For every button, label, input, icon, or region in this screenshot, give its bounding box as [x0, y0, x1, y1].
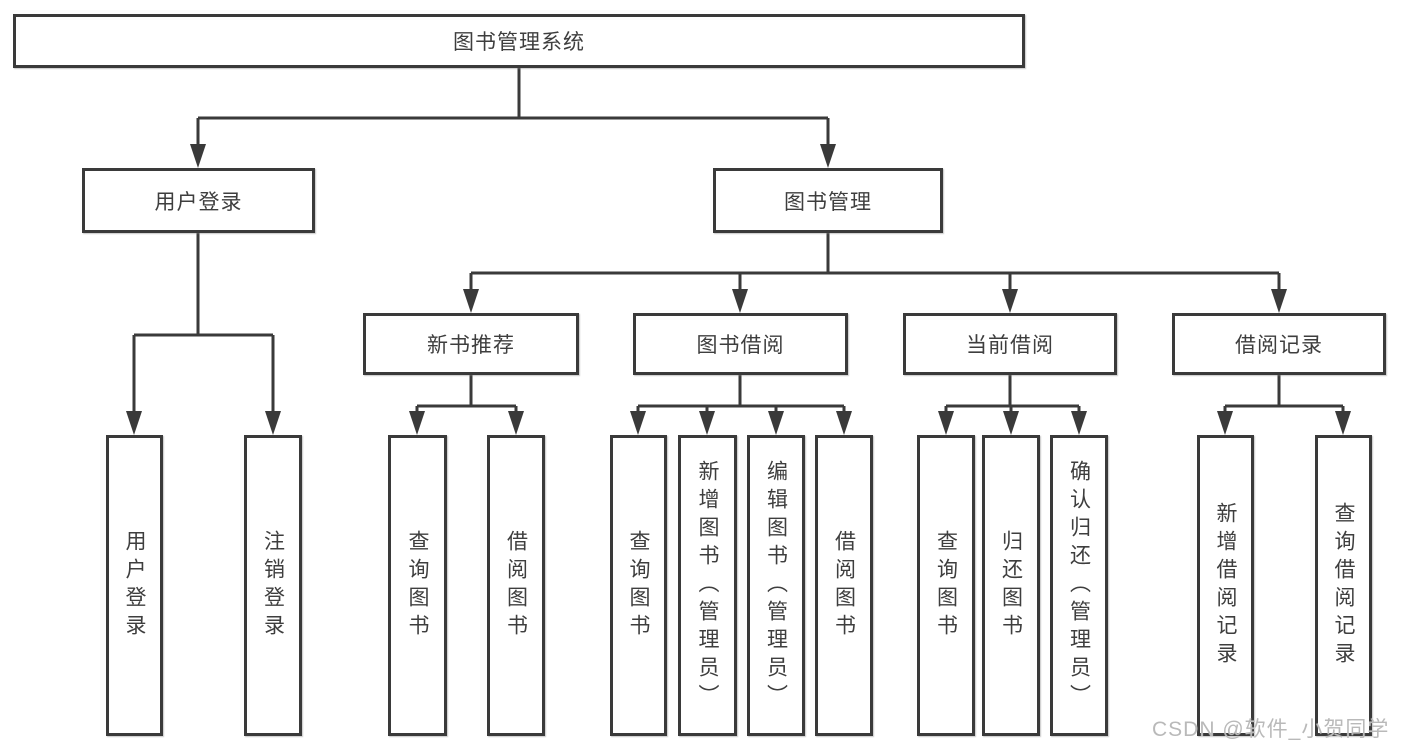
node-label: 图书管理系统 — [453, 31, 585, 54]
node-label: 图书管理 — [784, 190, 872, 214]
node-label: 查询图书 — [627, 529, 650, 642]
node-root-library-management-system: 图书管理系统 — [13, 14, 1025, 68]
leaf-borrow-books-recommend: 借阅图书 — [487, 435, 545, 736]
node-current-borrowing: 当前借阅 — [903, 313, 1117, 375]
node-label: 当前借阅 — [966, 334, 1054, 357]
node-label: 借阅图书 — [832, 529, 856, 642]
node-new-book-recommendation: 新书推荐 — [363, 313, 579, 375]
node-label: 新书推荐 — [427, 334, 515, 357]
node-label: 新增图书（管理员） — [696, 459, 719, 712]
node-label: 查询图书 — [934, 529, 958, 642]
leaf-confirm-return-admin: 确认归还（管理员） — [1050, 435, 1108, 736]
node-label: 注销登录 — [261, 529, 285, 642]
node-borrowing-records: 借阅记录 — [1172, 313, 1386, 375]
node-user-login: 用户登录 — [82, 168, 315, 233]
leaf-user-login: 用户登录 — [106, 435, 163, 736]
node-book-management: 图书管理 — [713, 168, 943, 233]
node-label: 查询图书 — [406, 529, 429, 642]
csdn-watermark: CSDN @软件_小贺同学 — [1152, 718, 1390, 741]
leaf-query-books-current: 查询图书 — [917, 435, 975, 736]
leaf-query-books-recommend: 查询图书 — [388, 435, 447, 736]
leaf-add-borrow-record: 新增借阅记录 — [1197, 435, 1254, 736]
leaf-borrow-books: 借阅图书 — [815, 435, 873, 736]
leaf-add-books-admin: 新增图书（管理员） — [678, 435, 737, 736]
node-book-borrowing: 图书借阅 — [633, 313, 848, 375]
node-label: 用户登录 — [154, 190, 243, 214]
node-label: 查询借阅记录 — [1332, 501, 1355, 670]
node-label: 借阅图书 — [504, 529, 528, 642]
node-label: 编辑图书（管理员） — [764, 459, 788, 712]
node-label: 借阅记录 — [1235, 334, 1323, 357]
node-label: 图书借阅 — [696, 334, 785, 357]
node-label: 新增借阅记录 — [1214, 501, 1237, 670]
node-label: 确认归还（管理员） — [1067, 459, 1091, 712]
leaf-logout: 注销登录 — [244, 435, 302, 736]
leaf-edit-books-admin: 编辑图书（管理员） — [747, 435, 805, 736]
leaf-query-borrow-record: 查询借阅记录 — [1315, 435, 1372, 736]
leaf-return-books: 归还图书 — [982, 435, 1040, 736]
node-label: 归还图书 — [999, 529, 1023, 642]
node-label: 用户登录 — [123, 529, 146, 642]
leaf-query-books-borrowing: 查询图书 — [610, 435, 667, 736]
